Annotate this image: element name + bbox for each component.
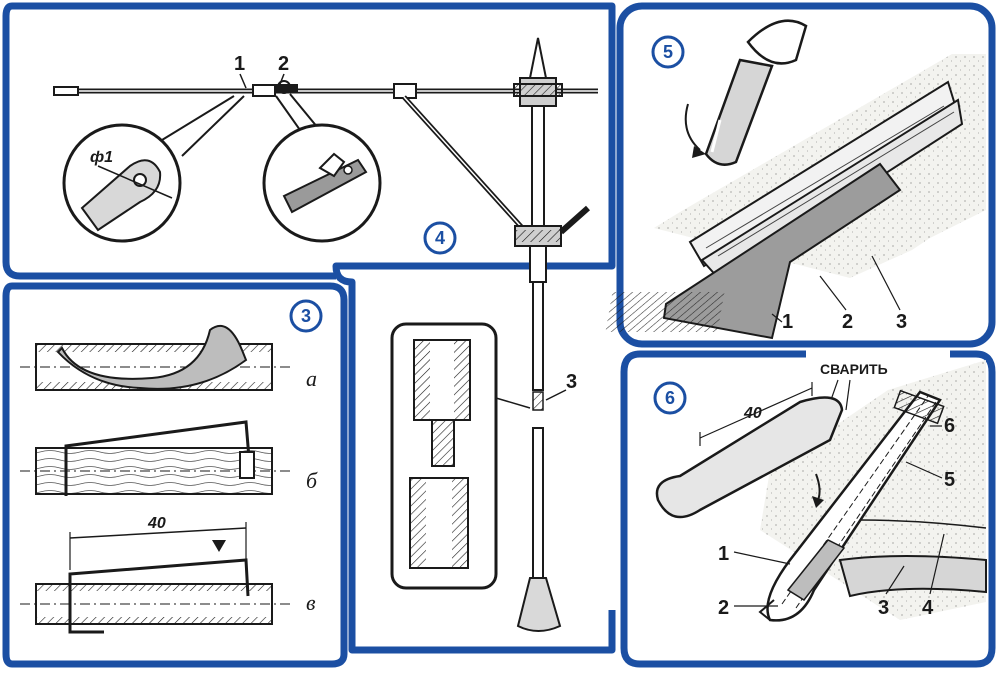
dim-40-fig3: 40: [147, 515, 166, 532]
label-variant-b: б: [306, 468, 318, 493]
rod-joint: [252, 80, 298, 97]
svg-text:5: 5: [663, 42, 673, 62]
variant-a-tube: а: [20, 325, 317, 391]
mast: [513, 37, 590, 632]
label-part-1: 1: [234, 53, 245, 75]
label-variant-v: в: [306, 590, 316, 615]
figure-4-badge: 4: [423, 221, 457, 255]
svg-text:3: 3: [301, 306, 311, 326]
variant-b-wood: б: [20, 420, 318, 496]
section-detail: [390, 322, 531, 590]
label-f6-4: 4: [922, 597, 934, 619]
label-f6-6: 6: [944, 415, 955, 437]
label-part-3: 3: [566, 371, 577, 393]
brace-fitting: [393, 83, 417, 99]
figure-6: 6 СВАРИТЬ 40 6 5 1 2: [653, 360, 987, 622]
figure-3: 3 а б 40: [20, 299, 323, 634]
svg-text:4: 4: [435, 228, 445, 248]
label-f5-1: 1: [782, 311, 793, 333]
label-f6-5: 5: [944, 469, 955, 491]
label-part-2: 2: [278, 53, 289, 75]
variant-v-tube: 40 в: [20, 515, 316, 634]
label-variant-a: а: [306, 366, 317, 391]
figure-5: 5 1 2 3: [605, 19, 986, 340]
figure-4: ф1 1 2 3 4: [53, 37, 598, 632]
laminated-strips: [605, 80, 964, 340]
dim-40-fig6: 40: [743, 405, 762, 422]
figure-5-badge: 5: [651, 35, 685, 69]
antenna-rod: [53, 86, 598, 96]
label-f6-1: 1: [718, 543, 729, 565]
note-svarit: СВАРИТЬ: [820, 361, 888, 377]
frame-figure-4: [2, 2, 616, 654]
label-f5-2: 2: [842, 311, 853, 333]
layered-tube: [758, 389, 987, 622]
callout-hole-detail: ф1: [62, 95, 245, 243]
looped-strip: 40: [655, 382, 844, 519]
label-phi1: ф1: [90, 149, 113, 166]
svg-text:6: 6: [665, 388, 675, 408]
figure-6-badge: 6: [653, 381, 687, 415]
label-f6-2: 2: [718, 597, 729, 619]
figure-3-badge: 3: [289, 299, 323, 333]
label-f5-3: 3: [896, 311, 907, 333]
frame-figure-5: [616, 2, 996, 348]
diagonal-brace: [402, 95, 528, 234]
frame-figure-6: [620, 350, 996, 668]
callout-tab-detail: [262, 93, 382, 243]
label-f6-3: 3: [878, 597, 889, 619]
frame-figure-3: [2, 282, 348, 668]
soldering-iron: [684, 19, 808, 166]
